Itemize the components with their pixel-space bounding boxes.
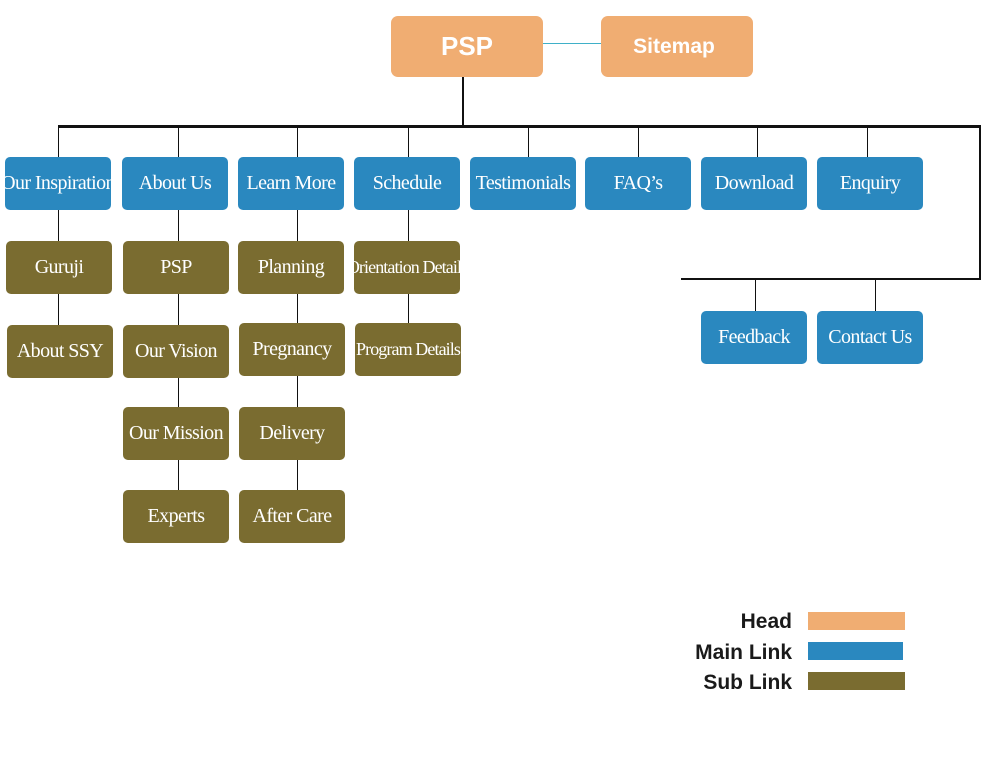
sub-link-our-vision[interactable]: Our Vision xyxy=(123,325,229,378)
drop-enquiry xyxy=(867,127,868,157)
root-stem xyxy=(462,77,464,126)
drop-our-inspiration xyxy=(58,127,59,157)
legend-swatch-sub-link xyxy=(808,672,905,690)
drop-testimonials xyxy=(528,127,529,157)
sub-link-pregnancy[interactable]: Pregnancy xyxy=(239,323,345,376)
main-link-about-us[interactable]: About Us xyxy=(122,157,228,210)
sub-link-after-care[interactable]: After Care xyxy=(239,490,345,543)
sub-link-program-details[interactable]: Program Details xyxy=(355,323,461,376)
main-link-faqs[interactable]: FAQ’s xyxy=(585,157,691,210)
main-link-schedule[interactable]: Schedule xyxy=(354,157,460,210)
drop-schedule xyxy=(408,127,409,157)
lower-bus xyxy=(681,278,981,280)
main-link-download[interactable]: Download xyxy=(701,157,807,210)
legend-label-sub-link: Sub Link xyxy=(703,671,792,694)
head-root-box[interactable]: PSP xyxy=(391,16,543,77)
sub-link-delivery[interactable]: Delivery xyxy=(239,407,345,460)
head-connector xyxy=(543,43,601,44)
drop-learn-more xyxy=(297,127,298,157)
main-link-our-inspiration[interactable]: Our Inspiration xyxy=(1,157,115,210)
sub-link-psp[interactable]: PSP xyxy=(123,241,229,294)
sub-link-planning[interactable]: Planning xyxy=(238,241,344,294)
sub-link-experts[interactable]: Experts xyxy=(123,490,229,543)
sub-link-orientation-details[interactable]: Orientation Details xyxy=(347,241,468,294)
main-link-testimonials[interactable]: Testimonials xyxy=(470,157,576,210)
legend-swatch-head xyxy=(808,612,905,630)
main-link-contact-us[interactable]: Contact Us xyxy=(817,311,923,364)
sub-link-about-ssy[interactable]: About SSY xyxy=(7,325,113,378)
sub-link-guruji[interactable]: Guruji xyxy=(6,241,112,294)
head-sitemap-box[interactable]: Sitemap xyxy=(601,16,753,77)
sub-link-our-mission[interactable]: Our Mission xyxy=(123,407,229,460)
legend-swatch-main-link xyxy=(808,642,903,660)
drop-about-us xyxy=(178,127,179,157)
drop-faqs xyxy=(638,127,639,157)
main-link-feedback[interactable]: Feedback xyxy=(701,311,807,364)
main-link-learn-more[interactable]: Learn More xyxy=(238,157,344,210)
legend-label-head: Head xyxy=(740,610,792,633)
drop-contact-us xyxy=(875,279,876,311)
bus-right-drop xyxy=(979,125,981,279)
drop-download xyxy=(757,127,758,157)
main-link-enquiry[interactable]: Enquiry xyxy=(817,157,923,210)
main-bus xyxy=(58,125,981,128)
drop-feedback xyxy=(755,279,756,311)
legend-label-main-link: Main Link xyxy=(695,641,792,664)
